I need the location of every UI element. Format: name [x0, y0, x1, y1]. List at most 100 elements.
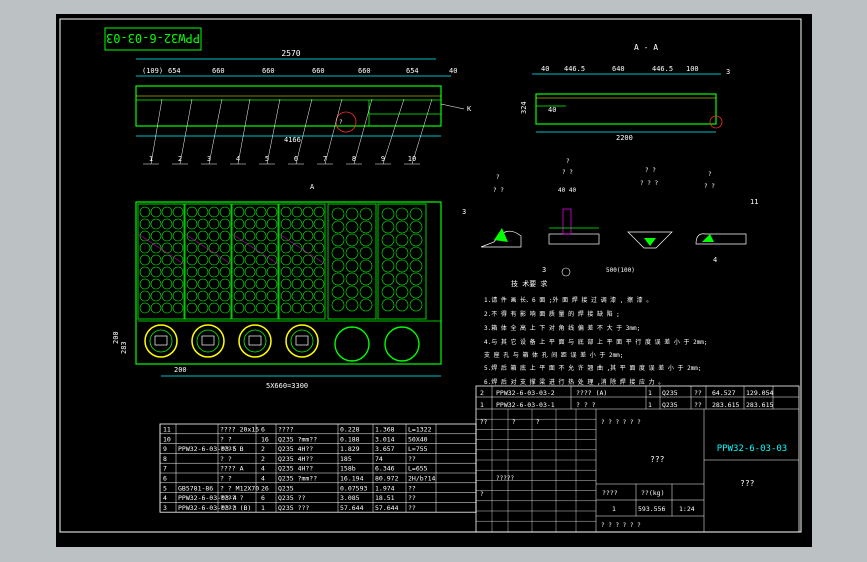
- hole: [409, 246, 423, 260]
- parts-row-no: 5: [163, 484, 167, 492]
- note-line-1: 1.请 件 画 长、6 面 ;外 面 焊 接 过 调 漆 , 擦 漆 。: [484, 296, 652, 304]
- parts-row-code: PPW32-6-03-03-4: [178, 494, 237, 502]
- hole: [255, 218, 267, 230]
- title-row-a-cell: 1: [648, 389, 652, 397]
- hole: [255, 206, 267, 218]
- hole: [150, 230, 162, 242]
- parts-row-total-weight: 1.974: [375, 484, 395, 492]
- part-number-4: 4: [236, 155, 240, 163]
- plan-height-dim: 283: [120, 341, 128, 354]
- detail-q-4: ? ?: [562, 169, 573, 176]
- parts-row-total-weight: 1.368: [375, 426, 395, 434]
- parts-row-code: GB5781-86: [178, 484, 213, 492]
- hole: [280, 230, 292, 242]
- title-row-b-cell: ??: [694, 401, 702, 409]
- hole: [150, 290, 162, 302]
- detail-q-8: ? ?: [704, 183, 715, 190]
- plan-total-dim: 5X660=3300: [266, 382, 308, 390]
- parts-row-qty: 4: [261, 475, 265, 483]
- hole: [291, 266, 303, 278]
- hole: [266, 290, 278, 302]
- hole: [139, 254, 151, 266]
- hole: [313, 218, 325, 230]
- title-row-b-cell: PPW32-6-03-03-1: [496, 401, 555, 409]
- hole: [186, 278, 198, 290]
- flange-5: [334, 326, 370, 362]
- hole: [161, 230, 173, 242]
- hole: [395, 259, 409, 273]
- hole: [150, 242, 162, 254]
- hole: [219, 218, 231, 230]
- detail-label-i: ?: [339, 119, 343, 126]
- hole: [266, 242, 278, 254]
- parts-row-no: 9: [163, 445, 167, 453]
- parts-row-remark: ??: [408, 455, 416, 463]
- hole: [302, 218, 314, 230]
- plan-outline: [135, 201, 442, 365]
- section-inner-dim: 40: [548, 106, 556, 114]
- hole: [186, 218, 198, 230]
- title-placeholder: ?: [536, 419, 540, 426]
- hole: [291, 278, 303, 290]
- hole: [172, 218, 184, 230]
- hole: [208, 266, 220, 278]
- hole: [331, 298, 345, 312]
- parts-row-qty: 26: [261, 484, 269, 492]
- hole: [313, 254, 325, 266]
- hole: [233, 206, 245, 218]
- title-placeholder: ??: [480, 419, 488, 426]
- hole: [197, 302, 209, 314]
- dim-660-d: 660: [358, 67, 371, 75]
- hole: [208, 278, 220, 290]
- detail-q-3: ?: [566, 158, 570, 165]
- hole: [313, 230, 325, 242]
- hole: [244, 278, 256, 290]
- hole: [233, 230, 245, 242]
- plan-section-mark: A: [310, 183, 315, 191]
- hole: [291, 290, 303, 302]
- marker-k: K: [467, 105, 472, 113]
- hole: [244, 230, 256, 242]
- hole: [291, 230, 303, 242]
- hole: [302, 278, 314, 290]
- title-placeholder: ? ? ? ? ? ?: [601, 522, 641, 529]
- hole: [219, 266, 231, 278]
- detail-11: 11: [750, 198, 758, 206]
- parts-row-qty: 4: [261, 465, 265, 473]
- parts-row-name: ???? ?: [220, 494, 244, 502]
- hole: [266, 230, 278, 242]
- title-placeholder: ?: [512, 419, 516, 426]
- hole: [359, 233, 373, 247]
- sec-dim-446-right: 446.5: [652, 65, 673, 73]
- hole: [208, 230, 220, 242]
- drawing-name: ???: [650, 455, 665, 464]
- parts-row-qty: 6: [261, 494, 265, 502]
- weight-value: 593.556: [638, 505, 665, 513]
- hole: [395, 246, 409, 260]
- hole: [313, 302, 325, 314]
- title-row-a-cell: PPW32-6-03-03-2: [496, 389, 555, 397]
- hole: [409, 259, 423, 273]
- hole: [381, 272, 395, 286]
- hole: [345, 207, 359, 221]
- hole: [244, 206, 256, 218]
- scale-value: 1:24: [679, 505, 695, 513]
- hole: [302, 266, 314, 278]
- detail-q-2: ? ?: [493, 187, 504, 194]
- hole: [291, 218, 303, 230]
- title-row-a-cell: 2: [480, 389, 484, 397]
- hole: [172, 230, 184, 242]
- drawing-viewport[interactable]: PPW32-6-03-03 2570 (109) 654 660 660 660…: [56, 14, 812, 547]
- hole: [266, 254, 278, 266]
- hole: [172, 266, 184, 278]
- hole: [161, 266, 173, 278]
- hole: [219, 230, 231, 242]
- hole: [255, 230, 267, 242]
- hole: [161, 278, 173, 290]
- part-number-10: 10: [408, 155, 416, 163]
- hole: [302, 206, 314, 218]
- hole: [266, 206, 278, 218]
- hole: [161, 206, 173, 218]
- hole: [244, 266, 256, 278]
- hole: [172, 302, 184, 314]
